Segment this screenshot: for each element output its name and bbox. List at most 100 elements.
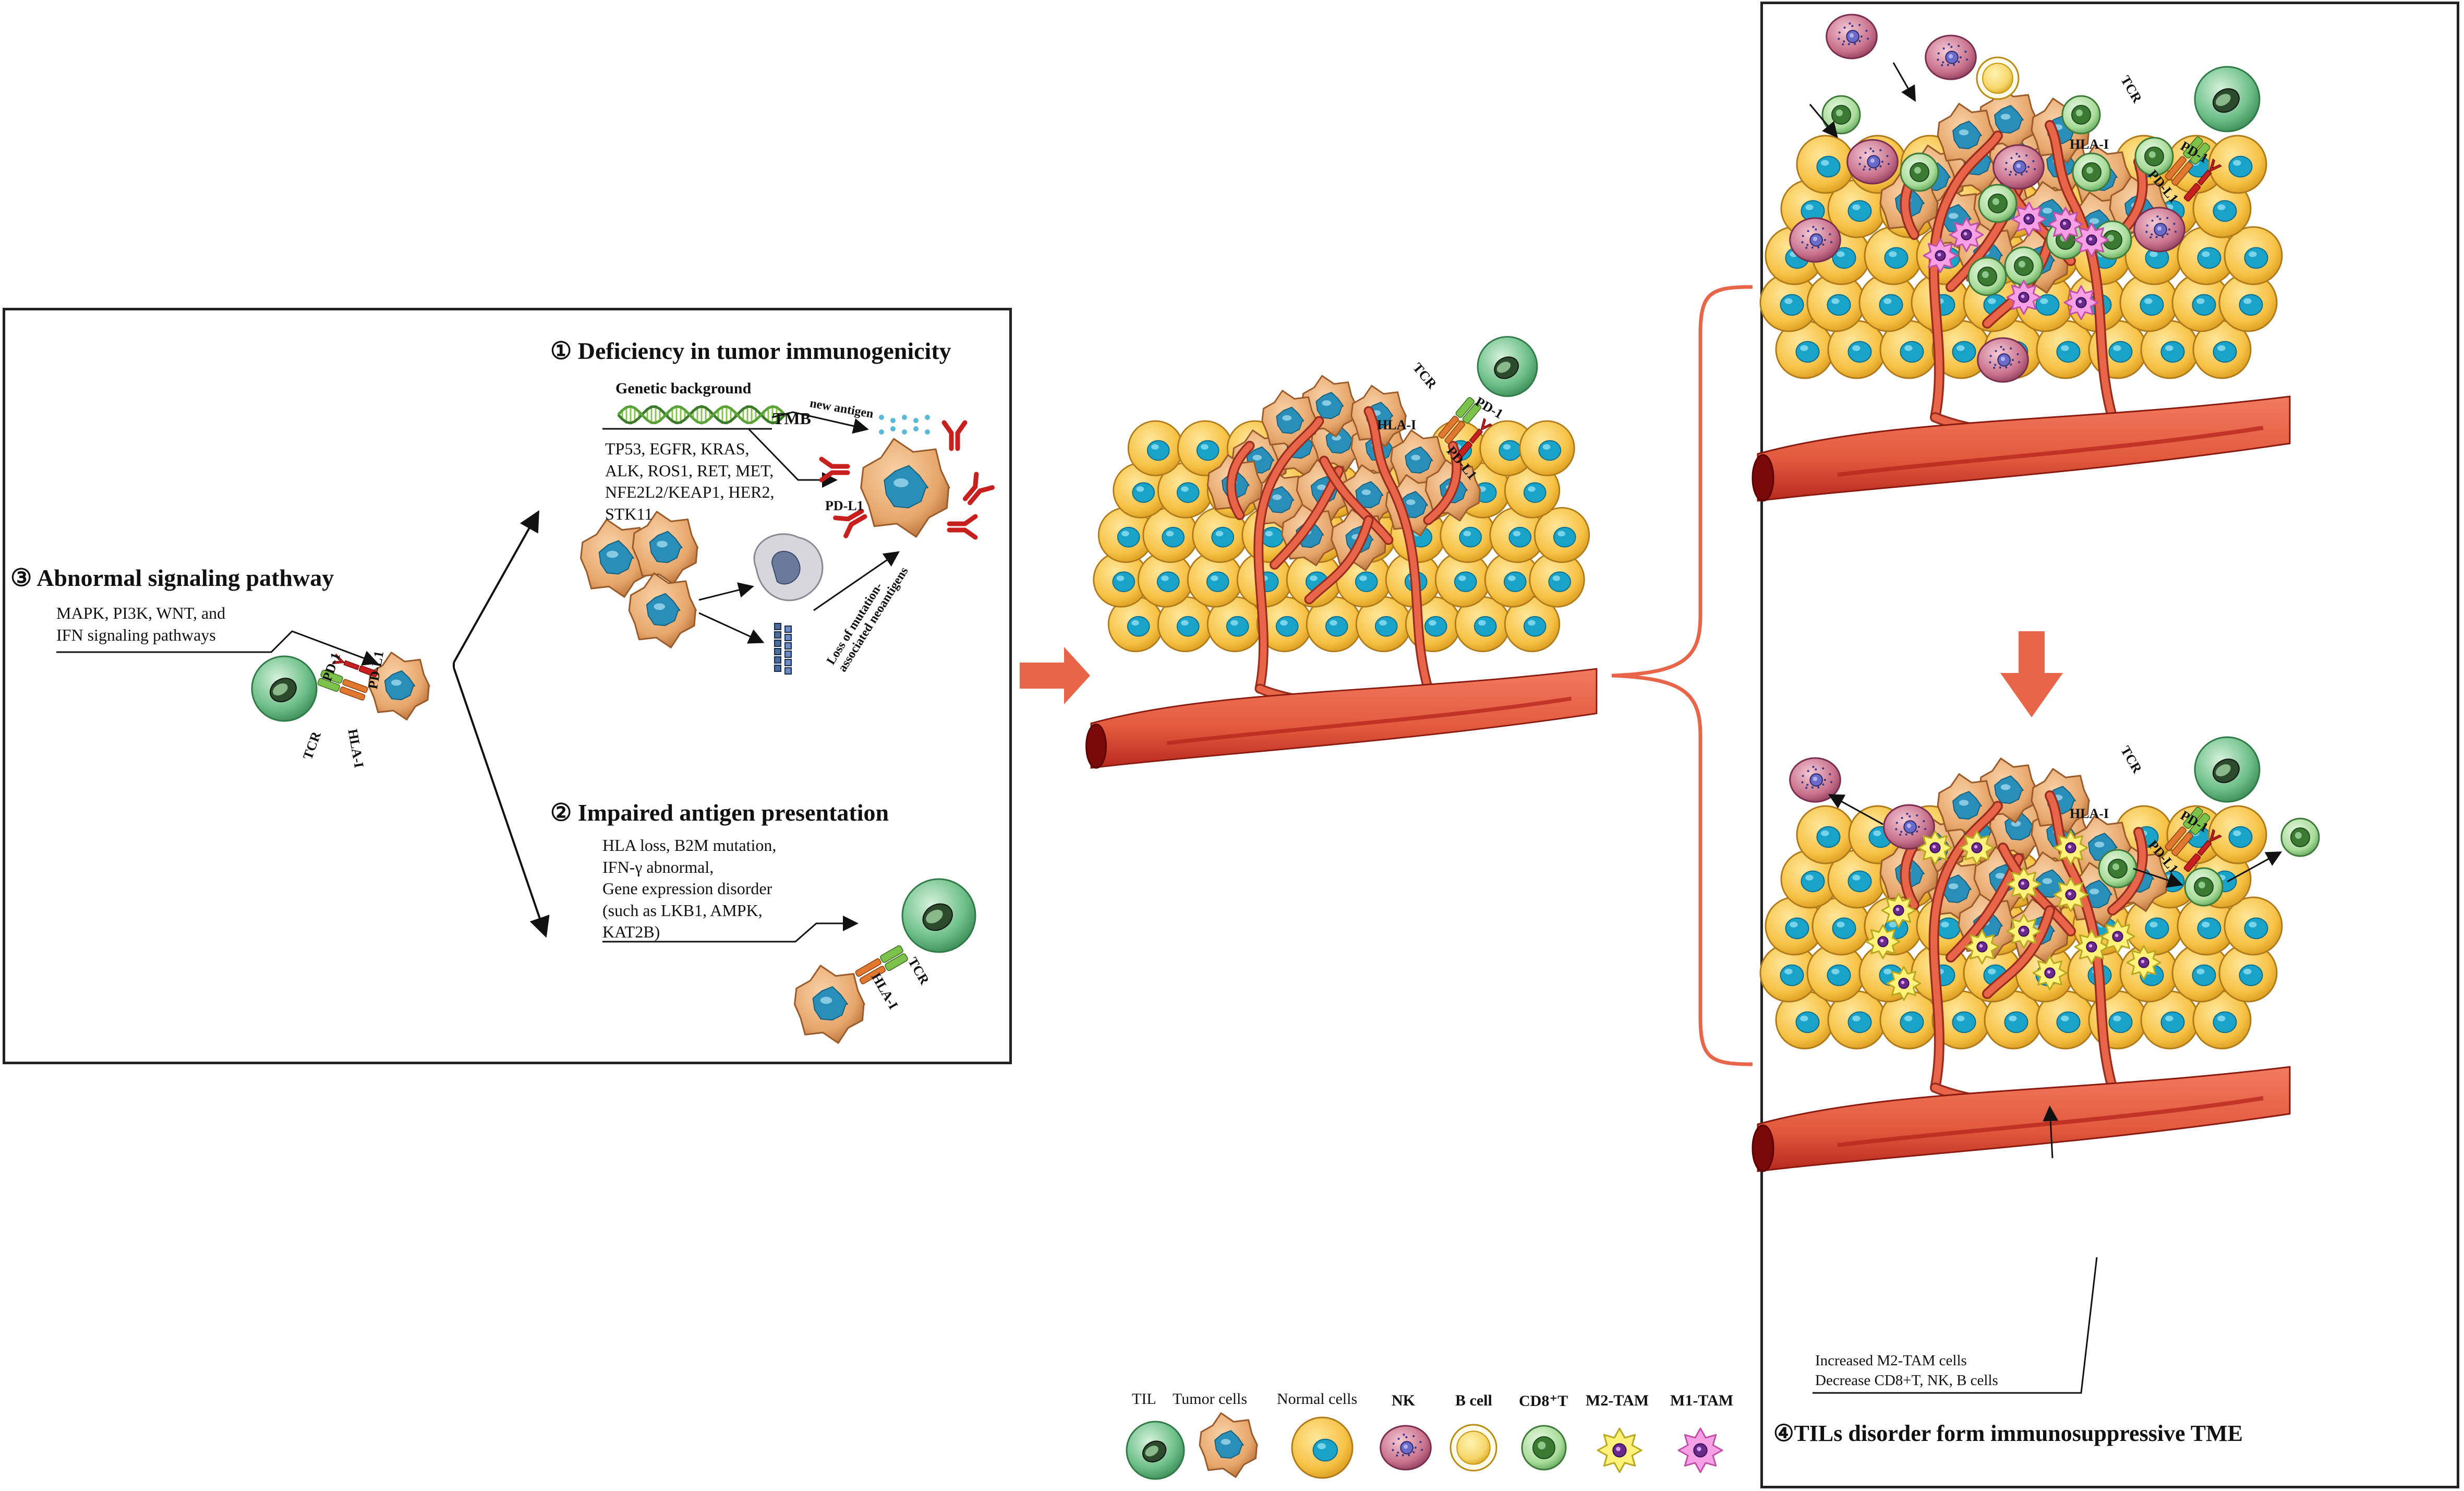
cd8-t-cell-icon bbox=[2061, 95, 2101, 135]
new-antigen-dot bbox=[879, 429, 884, 435]
nk-granule bbox=[1881, 160, 1883, 163]
normal-cell-highlight bbox=[1463, 531, 1471, 537]
tme-title: ④TILs disorder form immunosuppressive TM… bbox=[1773, 1421, 2243, 1446]
hla-label-tme-bottom: HLA-I bbox=[2070, 806, 2109, 821]
apoptotic-cell-icon bbox=[753, 533, 824, 602]
nk-granule bbox=[1801, 241, 1804, 244]
normal-cell-highlight bbox=[1837, 921, 1845, 928]
normal-cell-nucleus bbox=[1523, 482, 1547, 503]
nk-granule bbox=[1802, 775, 1804, 777]
nk-granule bbox=[1906, 812, 1909, 815]
m1-tam-icon bbox=[2011, 201, 2047, 237]
tumor-cell-nucleus bbox=[1276, 406, 1305, 434]
normal-cell-highlight bbox=[1889, 921, 1897, 928]
m2-tam-icon bbox=[2006, 913, 2042, 949]
nk-granule bbox=[2018, 155, 2021, 158]
nk-granule bbox=[2005, 162, 2008, 164]
nk-granule bbox=[1807, 230, 1809, 233]
cd8-cell-highlight bbox=[1982, 271, 1989, 278]
antigen-segment bbox=[774, 665, 781, 672]
m2-tam-icon bbox=[1917, 830, 1953, 865]
tumor-cell-nucleus bbox=[1994, 105, 2024, 134]
tumor-cell-highlight bbox=[2000, 784, 2011, 790]
normal-cell-highlight bbox=[1873, 830, 1881, 836]
cd8-t-cell-icon bbox=[2280, 817, 2320, 857]
nk-granule bbox=[1397, 1451, 1399, 1454]
tumor-cell-nucleus bbox=[649, 531, 683, 563]
arrow-to-deficiency bbox=[453, 510, 539, 663]
normal-cell-icon bbox=[1142, 507, 1199, 563]
nk-granule bbox=[1864, 151, 1867, 154]
normal-cell-icon bbox=[1519, 420, 1575, 476]
tumor-cell-nucleus bbox=[1214, 1430, 1244, 1459]
nk-granule bbox=[1937, 58, 1939, 61]
normal-cell-icon bbox=[1806, 943, 1866, 1003]
capillary-branch bbox=[1255, 417, 1323, 692]
nk-granule bbox=[1838, 38, 1840, 40]
blood-vessel-icon bbox=[1752, 1066, 2291, 1172]
tumor-cell-highlight bbox=[1252, 454, 1262, 461]
til-cell-icon bbox=[2194, 736, 2261, 803]
normal-cell-icon bbox=[1796, 135, 1855, 194]
m2-tam-icon-nucleus-highlight bbox=[1901, 980, 1905, 984]
tumor-cell-nucleus bbox=[598, 540, 634, 575]
nk-granule bbox=[2010, 171, 2012, 173]
nk-granule bbox=[1964, 50, 1967, 53]
tumor-cell-highlight bbox=[1411, 454, 1421, 461]
normal-cell-nucleus bbox=[2239, 964, 2263, 987]
nk-granule bbox=[1872, 150, 1875, 152]
cd8-cell-highlight bbox=[2148, 151, 2156, 158]
normal-cell-icon bbox=[1879, 320, 1939, 379]
capillary-branch bbox=[1930, 802, 2001, 1091]
m2-tam-icon-nucleus-highlight bbox=[2115, 933, 2119, 937]
normal-cell-nucleus bbox=[1503, 571, 1527, 592]
loss-neoantigen-arrow bbox=[813, 551, 900, 611]
normal-cell-icon bbox=[1093, 551, 1149, 608]
nk-granule bbox=[1805, 786, 1808, 789]
normal-cell-icon bbox=[1107, 596, 1164, 653]
nk-granule bbox=[1916, 830, 1918, 833]
normal-cell-highlight bbox=[1904, 1015, 1913, 1021]
nk-granule bbox=[2010, 347, 2012, 350]
m1-tam-icon bbox=[2006, 280, 2042, 315]
tumor-cell-highlight bbox=[1322, 400, 1332, 406]
nk-granule bbox=[2151, 219, 2154, 222]
normal-cell-highlight bbox=[1552, 575, 1561, 581]
signaling-title: ③ Abnormal signaling pathway bbox=[10, 564, 334, 591]
m2-tam-icon bbox=[2053, 830, 2088, 865]
normal-cell-highlight bbox=[2217, 204, 2226, 210]
normal-cell-nucleus bbox=[1473, 616, 1497, 637]
normal-cell-highlight bbox=[1805, 204, 1814, 210]
antigen-text: HLA loss, B2M mutation, IFN-γ abnormal, … bbox=[602, 836, 777, 942]
m2-tam-icon-nucleus-highlight bbox=[1974, 845, 1978, 849]
nk-granule bbox=[1396, 1454, 1398, 1457]
normal-cell-highlight bbox=[1557, 531, 1565, 537]
m2-tam-icon-nucleus-highlight bbox=[2047, 970, 2051, 974]
nk-granule bbox=[1849, 22, 1851, 25]
nk-granule bbox=[2173, 222, 2176, 225]
nk-granule bbox=[2174, 231, 2177, 233]
nk-granule bbox=[1802, 235, 1804, 237]
nk-granule bbox=[2151, 233, 2153, 236]
tumor-cell-highlight bbox=[1948, 883, 1959, 889]
tumor-cell-icon bbox=[632, 511, 699, 585]
capillary-branch bbox=[1999, 844, 2074, 935]
normal-cell-highlight bbox=[1136, 486, 1144, 492]
recruit-arrow bbox=[1809, 104, 1838, 138]
normal-cell-highlight bbox=[1429, 620, 1436, 626]
normal-cell-nucleus bbox=[2108, 1011, 2133, 1033]
normal-cell-icon bbox=[1479, 420, 1536, 476]
dna-strand bbox=[617, 405, 786, 425]
nk-cell-icon bbox=[1992, 144, 2045, 190]
normal-cell-highlight bbox=[2243, 968, 2252, 975]
nk-granule bbox=[1812, 765, 1815, 768]
tumor-cell-highlight bbox=[1406, 499, 1416, 505]
tumor-cell-icon bbox=[1281, 503, 1338, 567]
tumor-mass bbox=[1752, 736, 2320, 1172]
genetic-background-label: Genetic background bbox=[615, 380, 752, 397]
nk-granule bbox=[2002, 348, 2005, 351]
new-antigen-dot bbox=[902, 429, 907, 435]
hla-molecule-icon bbox=[1444, 420, 1465, 444]
normal-cell-highlight bbox=[1379, 620, 1387, 626]
normal-cell-highlight bbox=[2196, 968, 2205, 975]
